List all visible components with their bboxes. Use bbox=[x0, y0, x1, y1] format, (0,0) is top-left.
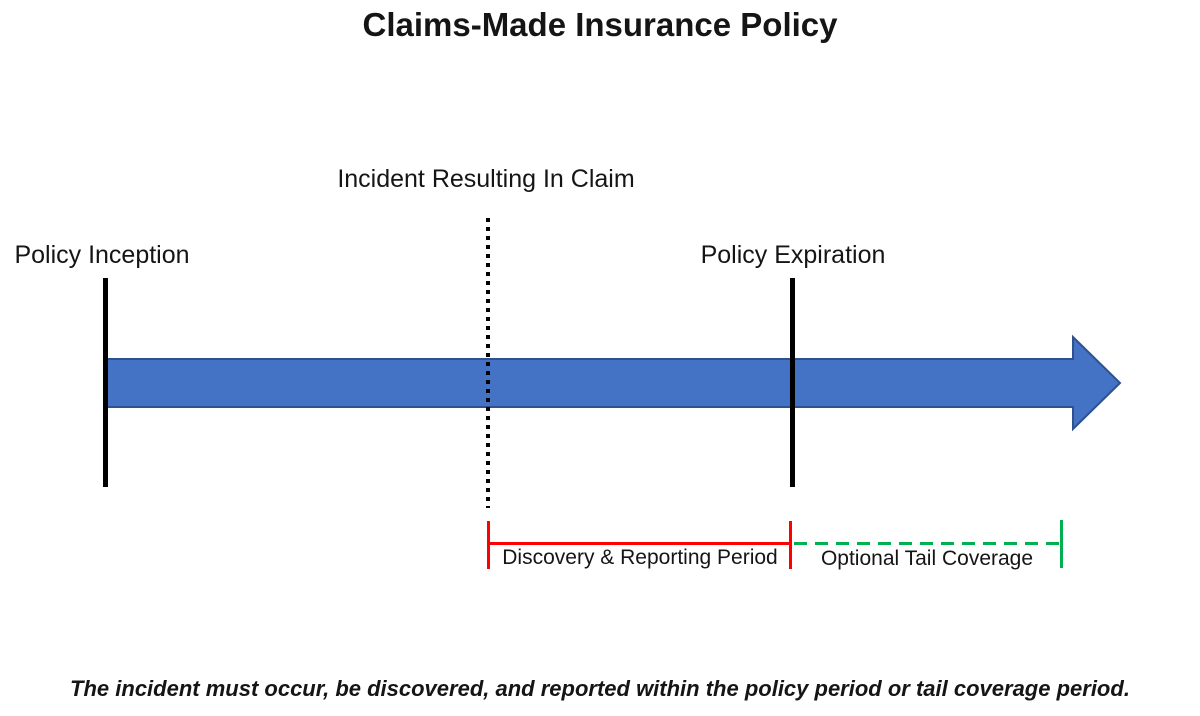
diagram-title: Claims-Made Insurance Policy bbox=[362, 6, 838, 43]
tail-coverage-bracket-line bbox=[794, 542, 1061, 545]
discovery-period-bracket-line bbox=[489, 542, 791, 545]
footnote: The incident must occur, be discovered, … bbox=[70, 676, 1130, 701]
incident-label: Incident Resulting In Claim bbox=[337, 165, 635, 193]
discovery-period-bracket-right-tick bbox=[789, 521, 792, 569]
policy-expiration-label: Policy Expiration bbox=[700, 241, 886, 269]
policy-inception-line bbox=[103, 278, 108, 487]
discovery-period-label: Discovery & Reporting Period bbox=[502, 546, 778, 569]
tail-coverage-label: Optional Tail Coverage bbox=[820, 547, 1034, 570]
tail-coverage-bracket-right-tick bbox=[1060, 520, 1063, 568]
policy-expiration-line bbox=[790, 278, 795, 487]
discovery-period-bracket-left-tick bbox=[487, 521, 490, 569]
policy-inception-label: Policy Inception bbox=[14, 241, 190, 269]
incident-dotted-line bbox=[486, 218, 490, 508]
